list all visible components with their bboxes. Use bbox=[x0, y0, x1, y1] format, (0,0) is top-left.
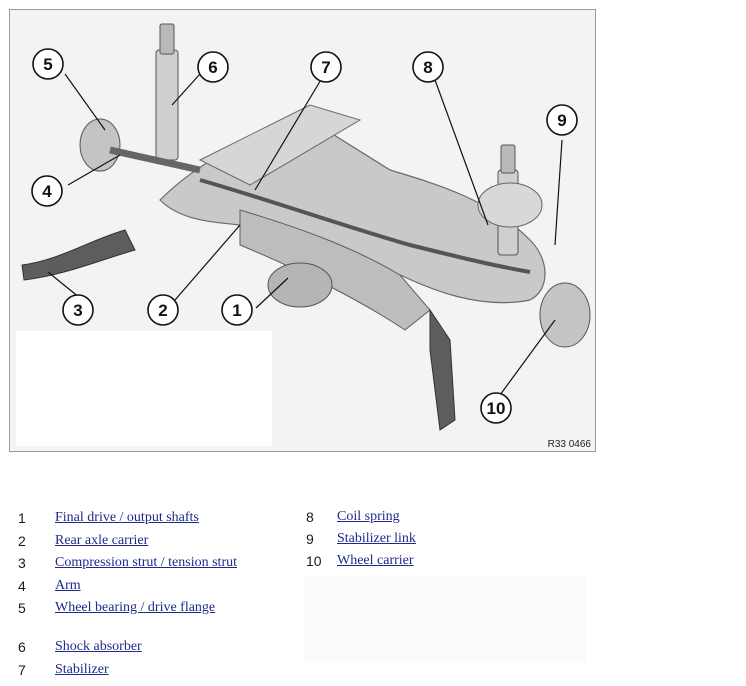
callout-9: 9 bbox=[557, 111, 566, 130]
callout-2: 2 bbox=[158, 301, 167, 320]
callout-5: 5 bbox=[43, 55, 52, 74]
legend-number: 6 bbox=[18, 639, 26, 655]
legend-link-wheel-carrier[interactable]: Wheel carrier bbox=[337, 553, 414, 568]
legend-number: 5 bbox=[18, 600, 26, 616]
callout-7: 7 bbox=[321, 58, 330, 77]
crossmember-shape bbox=[198, 104, 362, 186]
left-shock-body bbox=[155, 49, 179, 161]
axle-illustration: 1 2 3 4 5 6 7 8 9 10 bbox=[21, 23, 591, 431]
blank-panel bbox=[16, 331, 272, 446]
right-hub-shape bbox=[539, 282, 591, 348]
legend-link-compression-strut[interactable]: Compression strut / tension strut bbox=[55, 555, 237, 570]
blank-area bbox=[304, 577, 586, 662]
legend-number: 9 bbox=[306, 531, 314, 547]
legend-link-final-drive[interactable]: Final drive / output shafts bbox=[55, 510, 199, 525]
drive-shaft-shape bbox=[109, 146, 201, 174]
legend-link-arm[interactable]: Arm bbox=[55, 578, 81, 593]
legend-number: 2 bbox=[18, 533, 26, 549]
left-shock-top bbox=[159, 23, 175, 55]
callout-3: 3 bbox=[73, 301, 82, 320]
legend-link-wheel-bearing[interactable]: Wheel bearing / drive flange bbox=[55, 600, 216, 615]
legend-link-shock-absorber[interactable]: Shock absorber bbox=[55, 639, 142, 654]
callout-1: 1 bbox=[232, 301, 241, 320]
legend-number: 4 bbox=[18, 578, 26, 594]
legend-link-rear-axle-carrier[interactable]: Rear axle carrier bbox=[55, 533, 149, 548]
compression-strut-shape bbox=[21, 229, 136, 281]
right-lower-arm-shape bbox=[429, 308, 456, 431]
legend-number: 1 bbox=[18, 510, 26, 526]
legend-link-coil-spring[interactable]: Coil spring bbox=[337, 509, 400, 524]
legend-number: 8 bbox=[306, 509, 314, 525]
callout-6: 6 bbox=[208, 58, 217, 77]
legend-link-stabilizer[interactable]: Stabilizer bbox=[55, 662, 109, 677]
stabilizer-bar-shape bbox=[199, 178, 531, 274]
figure-code: R33 0466 bbox=[547, 439, 591, 450]
callout-4: 4 bbox=[42, 182, 52, 201]
callout-10: 10 bbox=[487, 399, 506, 418]
coil-spring-shape bbox=[477, 182, 543, 228]
final-drive-shape bbox=[267, 262, 333, 308]
axle-diagram: 1 2 3 4 5 6 7 8 9 10 R33 0466 bbox=[9, 9, 596, 452]
legend-number: 7 bbox=[18, 662, 26, 678]
callout-8: 8 bbox=[423, 58, 432, 77]
legend-link-stabilizer-link[interactable]: Stabilizer link bbox=[337, 531, 416, 546]
legend-number: 10 bbox=[306, 553, 322, 569]
legend-number: 3 bbox=[18, 555, 26, 571]
left-hub-shape bbox=[79, 118, 121, 172]
right-shock-top bbox=[500, 144, 516, 174]
